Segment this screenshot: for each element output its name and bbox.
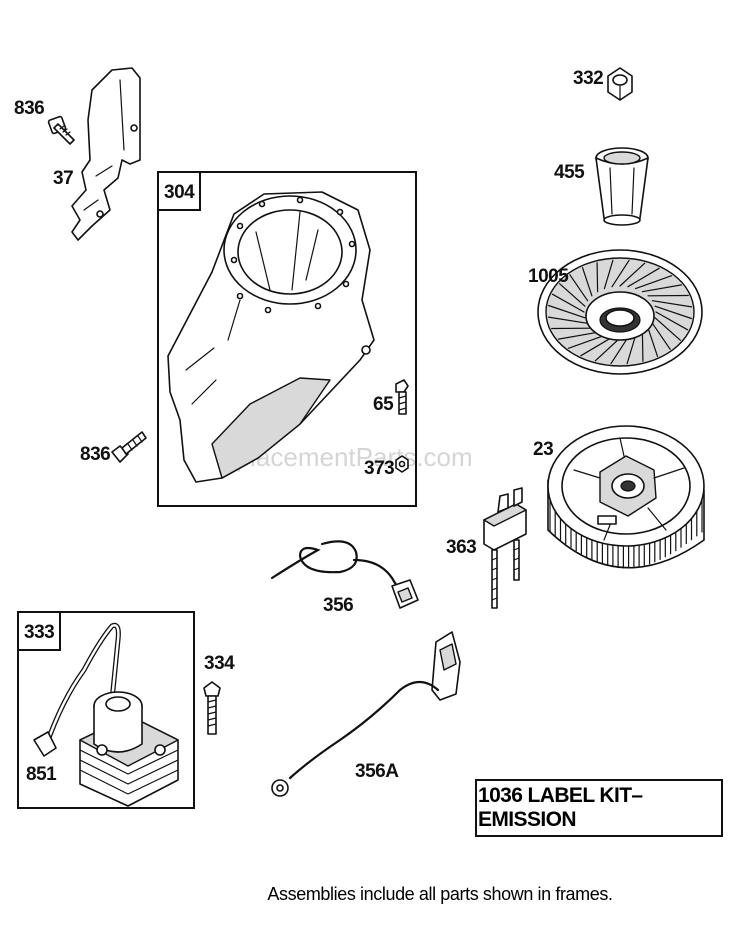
fan-blade — [580, 336, 613, 357]
fan-blade — [641, 284, 683, 293]
fan-blade — [626, 334, 637, 365]
label-836-top: 836 — [14, 98, 44, 119]
screw-65 — [395, 379, 409, 415]
kit-label: 1036 LABEL KIT–EMISSION — [478, 782, 720, 834]
frame-304-tag — [157, 171, 201, 211]
fan-blade — [603, 259, 614, 290]
fan-blade — [557, 331, 599, 340]
fan-blade — [551, 293, 585, 313]
fan-blade — [610, 336, 629, 365]
footer-note: Assemblies include all parts shown in fr… — [0, 884, 750, 905]
label-332: 332 — [573, 68, 603, 89]
fan-blade — [635, 275, 673, 290]
nut-373 — [395, 455, 409, 473]
cup-455 — [595, 147, 649, 226]
bracket-37 — [71, 67, 141, 241]
fan-blade — [655, 311, 689, 331]
fan-blade — [627, 267, 660, 288]
label-356A: 356A — [355, 761, 399, 782]
screw-836-mid — [111, 431, 147, 463]
fan-blade — [548, 304, 586, 319]
fan-blade — [581, 267, 593, 297]
label-356: 356 — [323, 595, 353, 616]
label-333: 333 — [24, 622, 54, 643]
frame-333-tag — [17, 611, 61, 651]
wire-356 — [270, 540, 419, 609]
screw-836-top — [47, 115, 75, 145]
fan-blade — [654, 305, 692, 320]
fan-blade — [651, 322, 671, 350]
fan-1005 — [537, 249, 703, 375]
frame-304 — [157, 171, 417, 507]
armature-333 — [33, 622, 179, 807]
nut-332 — [607, 67, 633, 101]
kit-label-box — [475, 779, 723, 837]
blower-housing-304 — [167, 191, 375, 483]
fan-blade — [559, 283, 586, 307]
label-363: 363 — [446, 537, 476, 558]
label-334: 334 — [204, 653, 235, 674]
label-304: 304 — [164, 182, 195, 203]
kit-label-text: 1036 LABEL KIT–EMISSION — [478, 784, 643, 831]
screw-334 — [203, 681, 221, 735]
footer-note-text: Assemblies include all parts shown in fr… — [267, 884, 613, 904]
fan-blade — [594, 337, 621, 362]
label-851: 851 — [26, 764, 57, 785]
label-23: 23 — [533, 439, 553, 460]
fan-blade — [641, 331, 644, 362]
fan-blade — [619, 262, 646, 287]
fan-blade — [647, 327, 659, 357]
fan-blade — [567, 334, 605, 349]
label-455: 455 — [554, 162, 585, 183]
frame-333 — [17, 611, 195, 809]
flywheel-23 — [547, 425, 705, 569]
fan-blade — [611, 259, 630, 288]
label-65: 65 — [373, 394, 394, 415]
fan-blade — [569, 274, 589, 302]
label-836-mid: 836 — [80, 444, 110, 465]
label-373: 373 — [364, 458, 394, 479]
fan-blade — [596, 262, 599, 293]
wire-356A — [271, 631, 461, 797]
fan-blade — [654, 317, 681, 341]
brake-363 — [483, 487, 527, 609]
label-1005: 1005 — [528, 266, 569, 287]
fan-blade — [651, 300, 693, 308]
fan-blade — [547, 316, 589, 324]
label-37: 37 — [53, 168, 73, 189]
